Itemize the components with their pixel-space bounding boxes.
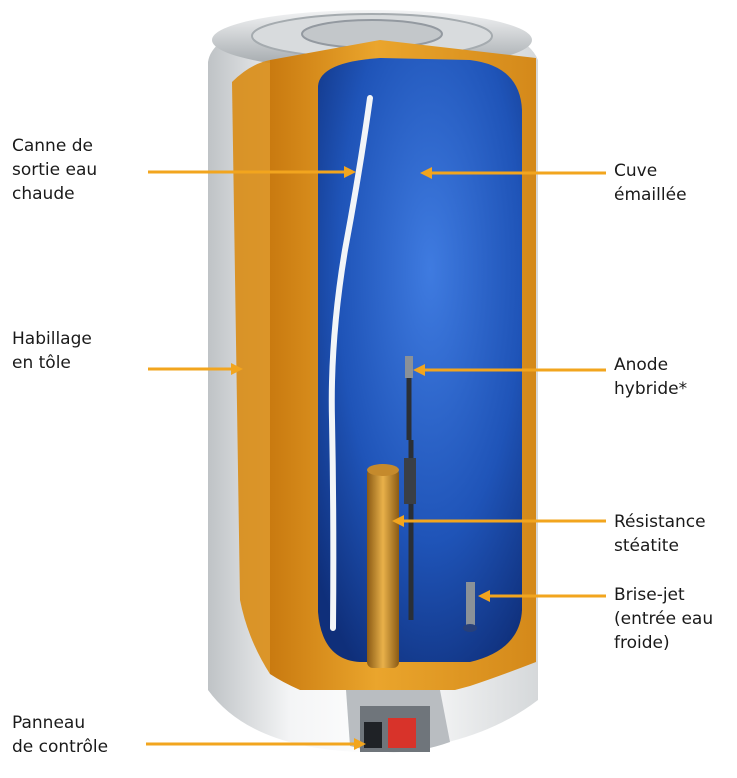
control-red-block: [388, 718, 416, 748]
arrow-canne: [148, 166, 356, 178]
cold-inlet-base: [463, 624, 477, 632]
heating-element: [367, 468, 399, 668]
arrow-resistance: [392, 515, 606, 527]
label-habillage: Habillage en tôle: [12, 329, 92, 373]
anode-tip: [405, 356, 413, 378]
arrow-anode: [413, 364, 606, 376]
arrow-habillage: [148, 363, 243, 375]
label-panneau: Panneau de contrôle: [12, 713, 109, 757]
arrow-panneau: [146, 738, 366, 750]
insulation-left: [232, 60, 270, 674]
tank: [318, 58, 522, 662]
arrows: [146, 166, 606, 750]
label-anode: Anode hybride*: [614, 355, 688, 399]
anode-coil: [404, 458, 416, 504]
label-cuve: Cuve émaillée: [614, 161, 687, 205]
label-resistance: Résistance stéatite: [614, 512, 706, 556]
arrow-cuve: [420, 167, 606, 179]
label-canne: Canne de sortie eau chaude: [12, 136, 98, 204]
label-brise: Brise-jet (entrée eau froide): [614, 585, 714, 653]
heating-element-top: [367, 464, 399, 476]
cold-inlet: [466, 582, 475, 628]
outlet-pipe: [328, 95, 373, 631]
control-black-block: [364, 722, 382, 748]
arrow-brise: [478, 590, 606, 602]
